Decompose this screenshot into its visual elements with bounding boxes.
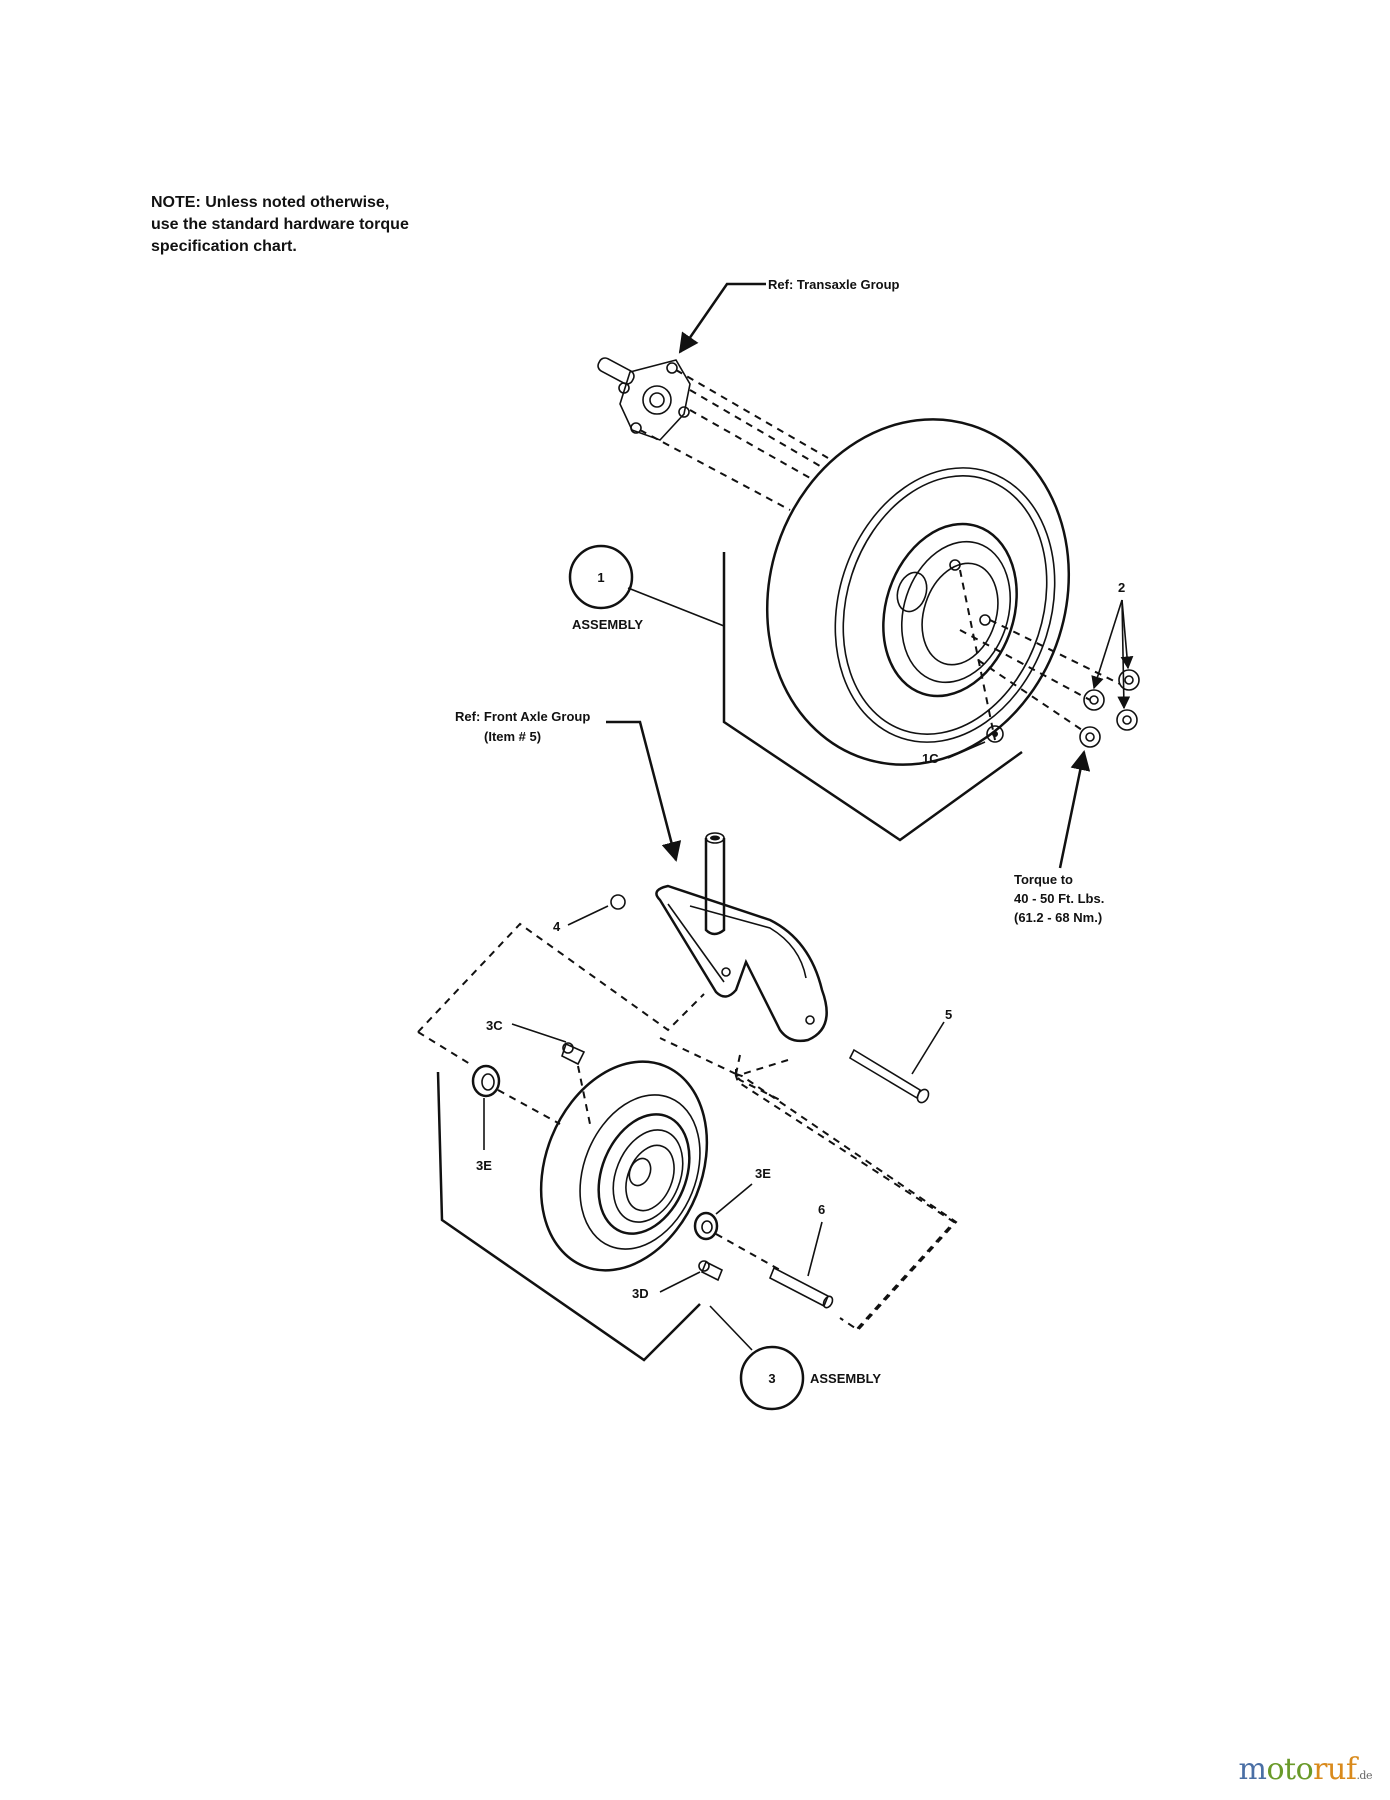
item-1-word: ASSEMBLY (572, 617, 643, 632)
grease-fitting-3c (561, 1042, 586, 1066)
ref-front-axle-item-label: (Item # 5) (484, 729, 541, 744)
note-line-2: use the standard hardware torque (151, 216, 409, 233)
item-5-leader (911, 1021, 945, 1075)
front-assembly-dash-lines (417, 922, 958, 1332)
valve-stem-1c (986, 725, 1004, 743)
note-text: NOTE: Unless noted otherwise, use the st… (151, 192, 409, 258)
torque-line-3: (61.2 - 68 Nm.) (1014, 910, 1102, 925)
item-1-number: 1 (597, 570, 604, 585)
axle-dash-line (497, 1089, 561, 1125)
ref-transaxle-label: Ref: Transaxle Group (768, 277, 900, 292)
item-3e-right-leader (715, 1183, 753, 1215)
assembly-3-leader (709, 1305, 753, 1351)
logo-ruf: ruf (1313, 1752, 1357, 1787)
bolt-5 (848, 1048, 930, 1104)
torque-line-2: 40 - 50 Ft. Lbs. (1014, 891, 1104, 906)
logo-oto: oto (1266, 1752, 1314, 1787)
item-6-label: 6 (818, 1202, 825, 1217)
transaxle-hub (597, 357, 691, 441)
logo-tld: .de (1356, 1769, 1372, 1782)
spacer-dash-line (715, 1233, 781, 1271)
ref-front-axle-label: Ref: Front Axle Group (455, 709, 590, 724)
note-line-1: NOTE: Unless noted otherwise, (151, 194, 390, 211)
item-3e-left-label: 3E (476, 1158, 492, 1173)
torque-leader (1058, 750, 1091, 869)
spacer-3e-right (693, 1211, 719, 1241)
item-3-number: 3 (768, 1371, 775, 1386)
front-wheel (539, 1060, 709, 1272)
motoruf-logo: motoruf.de (1238, 1752, 1373, 1787)
axle-pin-6 (768, 1266, 834, 1309)
lug-nuts (1079, 669, 1140, 748)
caster-fork (655, 832, 828, 1043)
item-3-balloon (739, 1345, 805, 1411)
logo-m: m (1238, 1752, 1267, 1787)
item-4-label: 4 (553, 919, 561, 934)
assembly-1-leader (627, 587, 725, 627)
item-3c-label: 3C (486, 1018, 503, 1033)
nut-4 (610, 894, 626, 910)
item-6-leader (807, 1221, 823, 1277)
assembly-3-bracket (436, 1071, 701, 1362)
ref-transaxle-leader (678, 282, 766, 354)
item-3d-leader (659, 1271, 701, 1293)
item-1-balloon (568, 544, 634, 610)
ref-front-axle-leader (606, 720, 682, 862)
front-assembly-dash-lines-2 (734, 1059, 956, 1331)
item-3d-label: 3D (632, 1286, 649, 1301)
item-3e-right-label: 3E (755, 1166, 771, 1181)
torque-line-1: Torque to (1014, 872, 1073, 887)
item-3-word: ASSEMBLY (810, 1371, 881, 1386)
assembly-1-bracket (722, 552, 1023, 842)
item-1c-leader (947, 741, 986, 759)
grease-dash-line (577, 1065, 591, 1125)
item-5-label: 5 (945, 1007, 952, 1022)
item-2-leaders (1091, 599, 1134, 710)
item-2-label: 2 (1118, 580, 1125, 595)
hub-stud-dash-lines (639, 369, 829, 511)
item-3c-leader (511, 1023, 567, 1043)
item-1c-label: 1C (922, 751, 939, 766)
item-4-leader (567, 905, 609, 926)
grease-fitting-3d (698, 1260, 724, 1282)
note-line-3: specification chart. (151, 238, 297, 255)
spacer-3e-left (471, 1064, 501, 1098)
